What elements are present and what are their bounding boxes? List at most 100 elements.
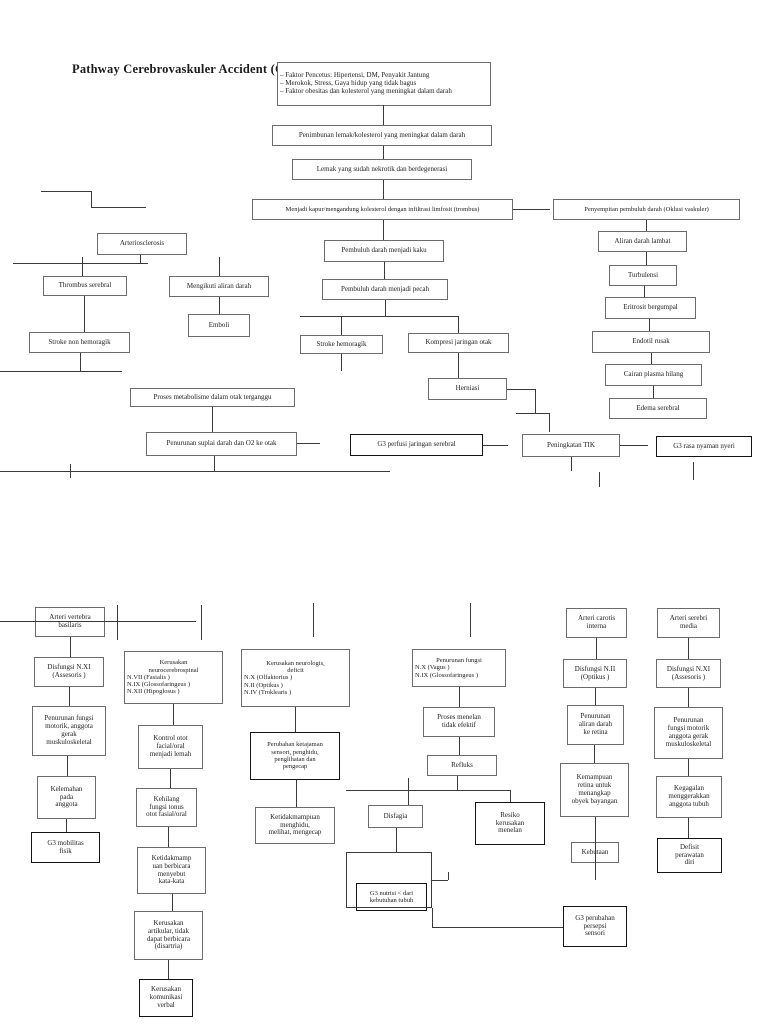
flow-node-line: dapat berbicara <box>147 934 190 943</box>
flow-node-line: menggerakkan <box>668 792 710 801</box>
connector-line-horizontal <box>13 263 148 264</box>
flow-node-line: Turbulensi <box>627 270 659 279</box>
flow-node-line: Defisit <box>679 842 700 851</box>
connector-line-vertical <box>80 353 81 371</box>
flow-node-line: sensori <box>585 929 605 938</box>
flow-node-line: – Faktor obesitas dan kolesterol yang me… <box>280 86 452 95</box>
flow-node-line: Arteri vertebra <box>49 613 91 622</box>
flow-node-line: Ketidakmamp <box>151 853 192 862</box>
connector-line-vertical <box>383 105 384 125</box>
flow-node-line: retina untuk <box>577 781 612 790</box>
flow-node-line: Arteri carotis <box>577 614 616 623</box>
flow-node-kompresi-jaringan: Kompresi jaringan otak <box>408 333 509 353</box>
flow-node-line: Arteriosclerosis <box>119 239 165 248</box>
flow-node-line: (Assesoris ) <box>52 671 86 679</box>
connector-line-horizontal <box>516 413 549 414</box>
connector-line-vertical <box>201 605 202 640</box>
flow-node-line: G3 perfusi jaringan serebral <box>377 440 456 449</box>
flow-node-line: Eritrosit bergumpal <box>623 303 678 312</box>
connector-line-vertical <box>459 687 460 707</box>
flow-node-faktor-pencetus: – Faktor Pencetus: Hipertensi, DM, Penya… <box>277 62 491 106</box>
flow-node-mengikuti-aliran: Mengikuti aliran darah <box>169 276 269 297</box>
connector-line-vertical <box>510 790 511 802</box>
flow-node-line: Stroke non hemoragik <box>48 337 111 346</box>
connector-line-vertical <box>384 262 385 279</box>
flow-node-line: menghidu, <box>280 820 310 829</box>
connector-line-vertical <box>117 605 118 640</box>
connector-line-vertical <box>383 220 384 240</box>
connector-line-vertical <box>651 353 652 364</box>
flow-node-line: Kegagalan <box>674 784 704 793</box>
flow-node-line: uan berbicara <box>152 861 191 870</box>
connector-line-vertical <box>219 297 220 314</box>
flow-node-line: sensori, penghidu, <box>271 748 319 756</box>
flow-node-line: G3 mobilitas <box>47 838 84 847</box>
flow-node-line: Kerusakan <box>159 659 188 667</box>
connector-line-vertical <box>599 472 600 487</box>
flow-node-disfungsi-nii: Disfungsi N.II(Optikus ) <box>563 659 627 688</box>
connector-line-vertical <box>571 457 572 471</box>
connector-line-horizontal <box>41 191 91 192</box>
connector-line-vertical <box>458 353 459 378</box>
flow-node-line: verbal <box>157 1000 175 1009</box>
flow-node-disfungsi-nxi: Disfungsi N.XI(Assesoris ) <box>34 657 104 687</box>
flow-node-line: gerak <box>61 730 77 738</box>
connector-line-horizontal <box>432 880 448 881</box>
connector-line-vertical <box>595 688 596 705</box>
flow-node-line: (disartria) <box>154 942 183 951</box>
connector-line-horizontal <box>432 927 563 928</box>
flow-node-line: N.XII (Hipoglosus ) <box>127 688 180 696</box>
connector-line-horizontal <box>507 389 535 390</box>
flow-node-line: Thrombus serebral <box>58 281 112 290</box>
flow-node-eritrosit: Eritrosit bergumpal <box>605 297 696 319</box>
flow-node-line: N.IV (Troklearis ) <box>244 688 292 696</box>
flow-node-refluks: Refluks <box>427 755 497 776</box>
flow-node-line: media <box>679 622 698 630</box>
flow-node-line: anggota <box>55 800 78 809</box>
connector-line-vertical <box>295 707 296 732</box>
connector-line-vertical <box>170 769 171 788</box>
flow-node-line: aliran darah <box>578 720 613 729</box>
connector-line-vertical <box>313 603 314 637</box>
flow-node-line: Endotil rusak <box>632 337 670 346</box>
connector-line-horizontal <box>0 471 390 472</box>
connector-line-vertical <box>67 756 68 776</box>
flow-node-line: Arteri serebri <box>669 614 708 623</box>
flow-node-line: muskuloskeletal <box>46 737 92 746</box>
flow-node-line: Kemampuan <box>576 773 613 782</box>
flow-node-line: persepsi <box>583 921 607 930</box>
flow-node-line: N.IX (Glossofaringeus ) <box>415 671 479 679</box>
flow-node-line: penglihatan dan <box>274 756 316 763</box>
flow-node-line: diri <box>684 858 695 867</box>
flow-node-line: Mengikuti aliran darah <box>186 281 252 290</box>
flow-node-line: Lemak yang sudah nekrotik dan berdegener… <box>316 164 448 173</box>
flow-node-line: Refluks <box>451 760 473 769</box>
connector-line-horizontal <box>0 371 122 372</box>
flow-node-line: – Faktor Pencetus: Hipertensi, DM, Penya… <box>280 71 430 80</box>
connector-line-vertical <box>688 759 689 776</box>
flow-node-line: Proses menelan <box>437 713 481 722</box>
flow-node-line: Aliran darah lambat <box>614 236 671 245</box>
flow-node-line: komunikasi <box>149 993 183 1002</box>
connector-line-vertical <box>688 638 689 659</box>
flow-node-line: N.IX (Glossofaringeus ) <box>127 681 191 689</box>
flow-node-emboli: Emboli <box>188 314 250 337</box>
flow-node-herniasi: Herniasi <box>428 378 507 400</box>
flow-node-line: anggota tubuh <box>669 799 709 808</box>
connector-line-vertical <box>693 462 694 480</box>
flow-node-line: tidak efektif <box>441 721 476 729</box>
connector-line-vertical <box>341 354 342 371</box>
